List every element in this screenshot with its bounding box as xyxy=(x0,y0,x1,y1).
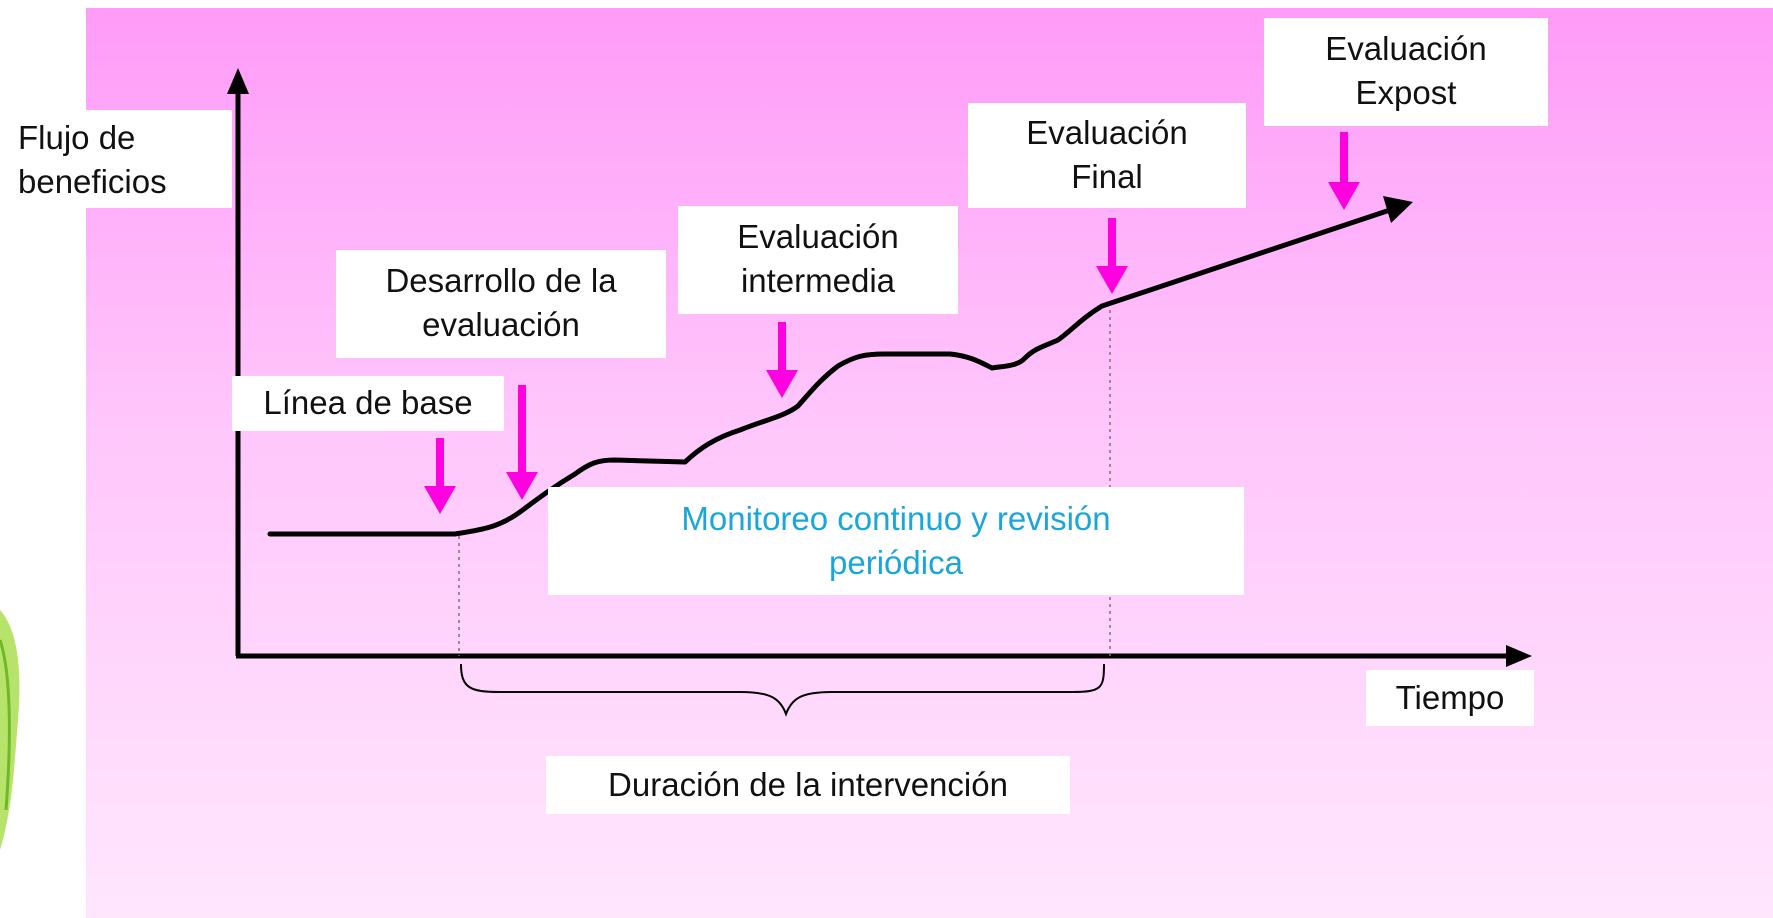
expost-arrow xyxy=(1328,132,1360,210)
intermedia-label-line-1: Evaluación xyxy=(737,218,899,255)
green-leaf-decoration xyxy=(0,610,20,850)
final-label: Evaluación Final xyxy=(968,103,1246,208)
expost-label-line-2: Expost xyxy=(1355,74,1457,111)
linea-base-label: Línea de base xyxy=(232,376,504,431)
desarrollo-label-line-2: evaluación xyxy=(422,306,580,343)
duration-label: Duración de la intervención xyxy=(546,756,1070,814)
desarrollo-label: Desarrollo de la evaluación xyxy=(336,250,666,358)
x-axis-label-text: Tiempo xyxy=(1395,679,1505,716)
x-axis-label: Tiempo xyxy=(1366,670,1534,726)
y-axis-label-line-1: Flujo de xyxy=(18,119,136,156)
intermedia-label-line-2: intermedia xyxy=(740,262,896,299)
duration-brace xyxy=(460,663,1105,717)
final-arrow xyxy=(1096,218,1128,294)
expost-label-line-1: Evaluación xyxy=(1325,30,1487,67)
intermedia-label: Evaluación intermedia xyxy=(678,206,958,314)
intermedia-arrow xyxy=(766,322,798,398)
y-axis-arrowhead xyxy=(227,68,249,94)
x-axis-arrowhead xyxy=(1506,645,1532,667)
desarrollo-arrow xyxy=(506,385,538,500)
y-axis-label-line-2: beneficios xyxy=(18,163,167,200)
benefit-flow-curve xyxy=(267,207,1393,537)
final-label-line-2: Final xyxy=(1071,158,1143,195)
final-label-line-1: Evaluación xyxy=(1026,114,1188,151)
linea-base-arrow xyxy=(424,438,456,514)
monitoring-label-line-2: periódica xyxy=(829,544,963,581)
duration-label-text: Duración de la intervención xyxy=(608,766,1008,803)
monitoring-label: Monitoreo continuo y revisión periódica xyxy=(548,487,1244,595)
expost-label: Evaluación Expost xyxy=(1264,18,1548,126)
y-axis-label: Flujo de beneficios xyxy=(6,110,232,208)
benefit-flow-arrowhead xyxy=(1383,196,1413,223)
linea-base-label-text: Línea de base xyxy=(263,384,473,421)
desarrollo-label-line-1: Desarrollo de la xyxy=(385,262,617,299)
monitoring-label-line-1: Monitoreo continuo y revisión xyxy=(681,500,1111,537)
